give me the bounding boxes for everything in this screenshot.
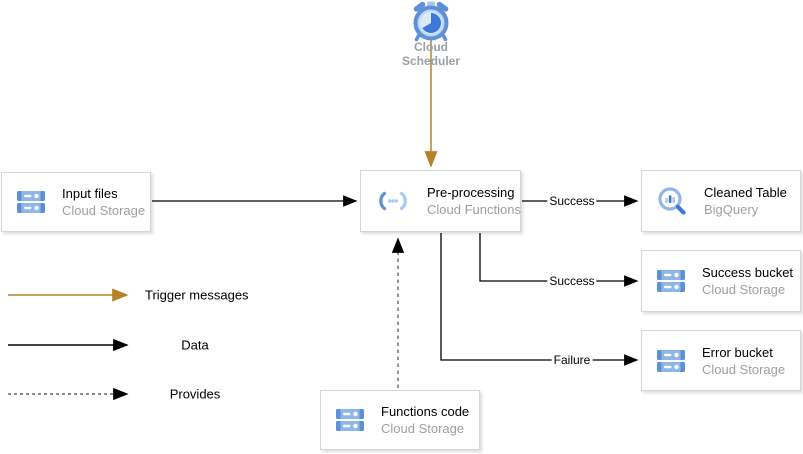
cloud-functions-icon — [376, 190, 410, 212]
node-text: Functions code Cloud Storage — [381, 403, 469, 437]
node-functions-code[interactable]: Functions code Cloud Storage — [320, 390, 480, 450]
node-text: Success bucket Cloud Storage — [702, 264, 793, 298]
edge-label-failure-bucket: Failure — [551, 353, 593, 367]
node-title: Success bucket — [702, 265, 794, 280]
node-error-bucket[interactable]: Error bucket Cloud Storage — [641, 330, 801, 391]
node-subtitle: Cloud Functions — [427, 202, 521, 217]
node-text: Error bucket Cloud Storage — [702, 344, 785, 378]
legend-label-provides: Provides — [169, 386, 221, 402]
node-subtitle: Cloud Storage — [62, 203, 146, 218]
node-input-files[interactable]: Input files Cloud Storage — [1, 172, 151, 232]
alarm-clock-glyph — [413, 1, 449, 42]
bigquery-icon — [657, 186, 687, 216]
edge-label-success-cleaned-table: Success — [547, 194, 597, 208]
node-subtitle: BigQuery — [704, 202, 759, 217]
legend-label-trigger-messages: Trigger messages — [145, 287, 249, 303]
node-title: Pre-processing — [427, 185, 515, 200]
cloud-scheduler-label-line1: Cloud — [414, 40, 448, 54]
legend-label-data: Data — [181, 337, 209, 353]
node-subtitle: Cloud Storage — [702, 282, 786, 297]
node-subtitle: Cloud Storage — [702, 361, 786, 377]
edge-label-success-bucket: Success — [547, 274, 597, 288]
cloud-storage-icon — [17, 190, 45, 214]
node-title: Cleaned Table — [704, 185, 787, 200]
node-subtitle: Cloud Storage — [381, 421, 465, 436]
node-pre-processing[interactable]: Pre-processing Cloud Functions — [360, 170, 521, 232]
node-text: Pre-processing Cloud Functions — [427, 184, 521, 218]
node-text: Input files Cloud Storage — [62, 185, 145, 219]
node-title: Error bucket — [702, 344, 773, 360]
edge-preprocessing-to-error-bucket — [440, 233, 639, 366]
node-title: Input files — [62, 186, 118, 201]
cloud-scheduler-icon[interactable] — [407, 1, 455, 50]
node-text: Cleaned Table BigQuery — [704, 184, 787, 218]
cloud-scheduler-label: Cloud Scheduler — [391, 40, 471, 68]
cloud-storage-icon — [657, 269, 685, 293]
cloud-storage-icon — [657, 349, 685, 373]
cloud-scheduler-label-line2: Scheduler — [401, 54, 461, 68]
cloud-storage-icon — [336, 408, 364, 432]
node-title: Functions code — [381, 404, 470, 419]
node-cleaned-table[interactable]: Cleaned Table BigQuery — [641, 170, 801, 232]
node-success-bucket[interactable]: Success bucket Cloud Storage — [641, 250, 801, 312]
